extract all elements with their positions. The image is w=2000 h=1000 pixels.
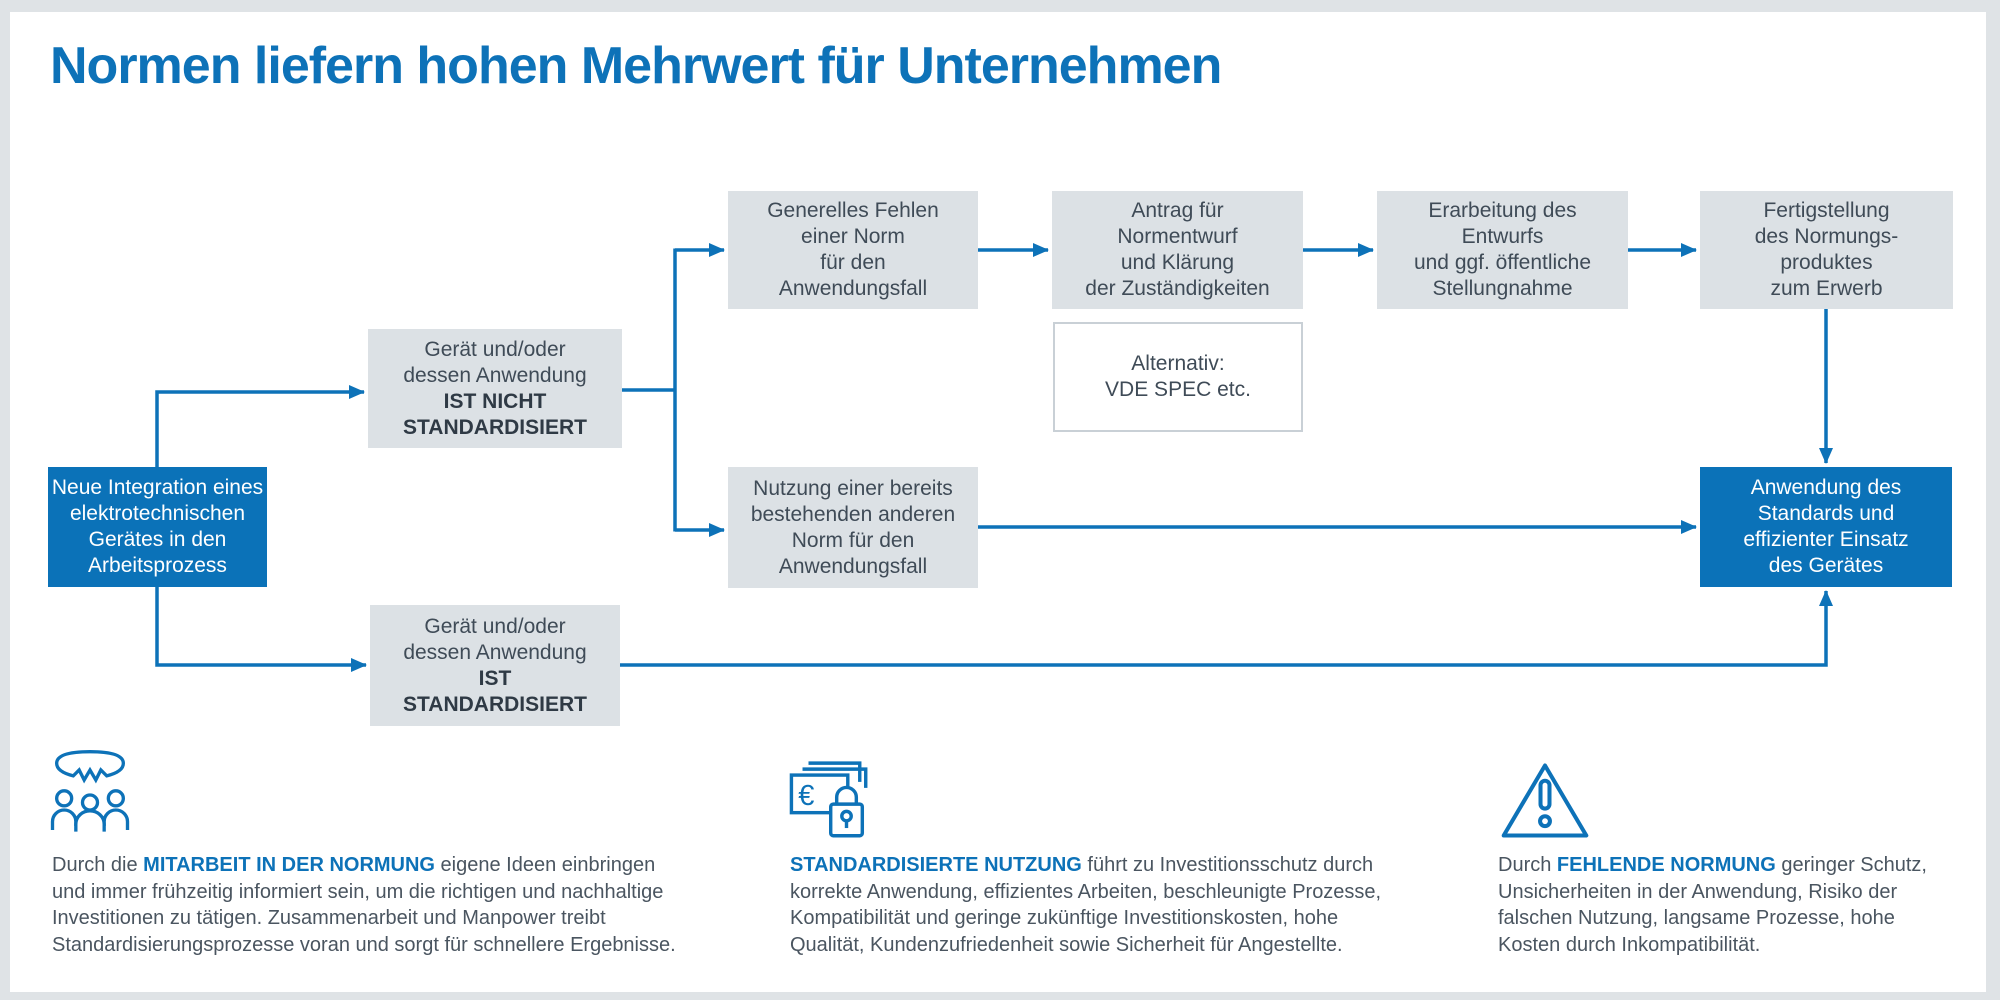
flow-box-proposal-label: Antrag für Normentwurf und Klärung der Z… [1085,199,1270,300]
benefit-missing-standards-suffix: geringer Schutz, Unsicherheiten in der A… [1498,854,1927,956]
flow-box-application: Anwendung des Standards und effizienter … [1700,467,1952,587]
flow-arrows [155,243,1833,672]
flow-box-application-label: Anwendung des Standards und effizienter … [1743,476,1909,577]
flow-box-start: Neue Integration eines elektrotechnische… [48,467,267,587]
flow-box-proposal: Antrag für Normentwurf und Klärung der Z… [1052,191,1303,309]
flow-box-standardized-bold: IST STANDARDISIERT [403,666,587,716]
flow-box-not-standardized-label: Gerät und/oder dessen Anwendung [403,337,587,387]
flow-box-existing-norm: Nutzung einer bereits bestehenden andere… [728,467,978,588]
flow-box-existing-norm-label: Nutzung einer bereits bestehenden andere… [750,476,956,578]
people-discussion-icon [50,749,130,832]
svg-text:€: € [798,780,814,812]
benefit-missing-standards-prefix: Durch [1498,854,1557,876]
flow-box-drafting-label: Erarbeitung des Entwurfs und ggf. öffent… [1413,199,1592,300]
warning-icon [1501,763,1589,838]
benefit-collaboration-highlight: MITARBEIT IN DER NORMUNG [143,854,435,876]
benefit-standardized-use-text: STANDARDISIERTE NUTZUNG führt zu Investi… [790,852,1381,958]
flow-box-completion: Fertigstellung des Normungs- produktes z… [1700,191,1953,309]
benefit-missing-standards-text: Durch FEHLENDE NORMUNG geringer Schutz, … [1498,852,1927,958]
flow-box-start-label: Neue Integration eines elektrotechnische… [51,476,264,577]
flow-box-alternative-label: Alternativ: VDE SPEC etc. [1105,352,1251,401]
page-title: Normen liefern hohen Mehrwert für Untern… [50,37,1222,95]
flow-box-missing-norm-label: Generelles Fehlen einer Norm für den Anw… [767,199,939,300]
benefit-collaboration-suffix: eigene Ideen einbringen und immer frühze… [52,854,676,956]
flow-box-missing-norm: Generelles Fehlen einer Norm für den Anw… [728,191,978,309]
flow-box-not-standardized: Gerät und/oder dessen Anwendung IST NICH… [368,329,622,448]
flow-box-completion-label: Fertigstellung des Normungs- produktes z… [1754,199,1899,300]
euro-lock-icon: € [789,761,868,838]
benefit-standardized-use-suffix: führt zu Investitionsschutz durch korrek… [790,854,1382,956]
benefit-collaboration-text: Durch die MITARBEIT IN DER NORMUNG eigen… [52,852,676,958]
flow-box-drafting: Erarbeitung des Entwurfs und ggf. öffent… [1377,191,1628,309]
flow-box-standardized: Gerät und/oder dessen Anwendung IST STAN… [370,605,620,726]
benefit-missing-standards-highlight: FEHLENDE NORMUNG [1556,854,1776,876]
flow-box-not-standardized-bold: IST NICHT STANDARDISIERT [403,389,587,439]
flow-box-alternative: Alternativ: VDE SPEC etc. [1053,322,1303,432]
benefit-collaboration-prefix: Durch die [52,854,144,876]
benefit-standardized-use-highlight: STANDARDISIERTE NUTZUNG [790,854,1082,876]
infographic-canvas [10,12,1986,992]
flow-box-standardized-label: Gerät und/oder dessen Anwendung [403,614,587,664]
